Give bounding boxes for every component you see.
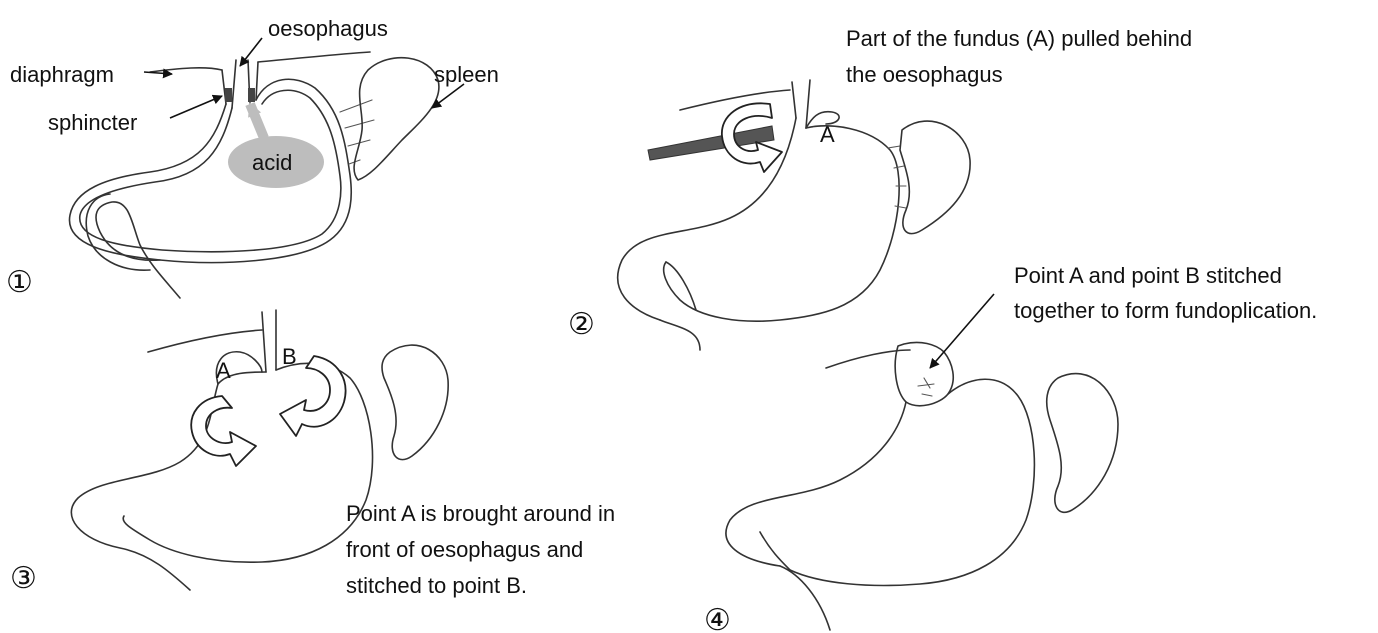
stomach-4 [726, 379, 1034, 585]
panel-1: acid oesophagus diaphragm sphincter sple… [6, 16, 499, 300]
point-b-label-3: B [282, 344, 297, 369]
sphincter-label: sphincter [48, 110, 137, 135]
panel-2-caption-line1: Part of the fundus (A) pulled behind [846, 26, 1192, 51]
oesophagus-3 [262, 310, 276, 372]
panel-3-caption-line3: stitched to point B. [346, 573, 527, 598]
diaphragm-2 [680, 90, 790, 110]
diaphragm-line [150, 68, 222, 72]
acid-arrow [250, 104, 264, 138]
spleen-4 [1047, 374, 1118, 513]
sphincter-right [248, 88, 255, 102]
panel-4-caption-line1: Point A and point B stitched [1014, 263, 1282, 288]
diaphragm-3 [148, 330, 262, 352]
sphincter-arrow [170, 96, 222, 118]
panel-2-number: ② [568, 307, 595, 342]
panel-3-caption-line2: front of oesophagus and [346, 537, 583, 562]
panel-1-number: ① [6, 265, 33, 300]
stitch-pointer-arrow [930, 294, 994, 368]
gastric-vessels-2 [888, 146, 906, 208]
wrap-stitches [918, 378, 934, 396]
duodenum-2 [660, 262, 700, 350]
spleen-2 [900, 121, 970, 234]
panel-4-caption-line2: together to form fundoplication. [1014, 298, 1317, 323]
panel-2-caption-line2: the oesophagus [846, 62, 1003, 87]
panel-3-caption-line1: Point A is brought around in [346, 501, 615, 526]
diaphragm-4 [826, 350, 910, 368]
spleen-label: spleen [434, 62, 499, 87]
duodenum-4 [760, 532, 830, 630]
panel-4-number: ④ [704, 603, 731, 633]
panel-3-number: ③ [10, 561, 37, 596]
sphincter-left [225, 88, 232, 102]
oesophagus-label: oesophagus [268, 16, 388, 41]
acid-label: acid [252, 150, 292, 175]
diaphragm-arrow [144, 72, 172, 74]
diaphragm-line-right [258, 52, 370, 62]
spleen-3 [382, 345, 448, 460]
spleen-1 [354, 58, 439, 180]
diaphragm-label: diaphragm [10, 62, 114, 87]
point-a-label-3: A [216, 358, 231, 383]
curl-arrow-3a [191, 396, 256, 466]
point-a-label-2: A [820, 122, 835, 147]
panel-3: A B Point A is brought around in front o… [10, 310, 615, 598]
